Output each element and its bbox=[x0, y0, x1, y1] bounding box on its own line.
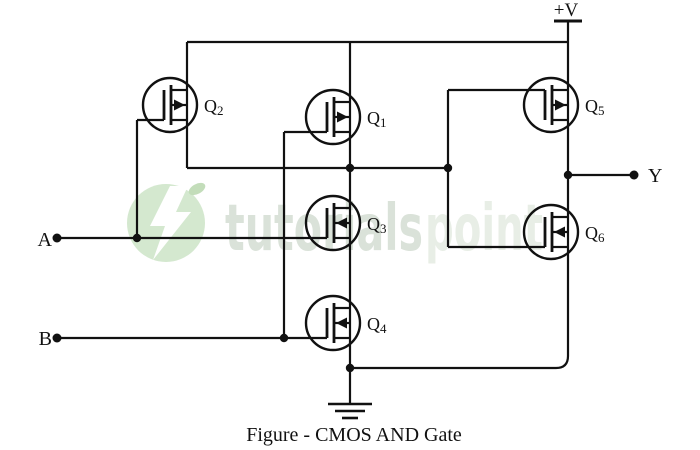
terminal-dot bbox=[52, 233, 62, 243]
transistor-label-letter: Q bbox=[367, 314, 380, 334]
transistor-Q1: Q1 bbox=[304, 88, 387, 146]
transistor-Q5: Q5 bbox=[522, 76, 605, 134]
tutorialspoint-logo-icon bbox=[127, 182, 206, 262]
output-y-label: Y bbox=[648, 165, 662, 187]
transistor-label: Q1 bbox=[367, 108, 387, 130]
pmos-bulk-arrow-icon bbox=[174, 99, 185, 111]
watermark-text-tutorials: tutorials bbox=[225, 192, 423, 266]
transistor-label-letter: Q bbox=[585, 223, 598, 243]
transistor-Q6: Q6 bbox=[522, 203, 605, 261]
wire-segment-curved bbox=[350, 247, 570, 370]
terminal-dot bbox=[52, 333, 62, 343]
transistor-label: Q4 bbox=[367, 314, 387, 336]
logo-bolt bbox=[150, 186, 191, 260]
junction-dot bbox=[279, 333, 289, 343]
pmos-bulk-arrow-icon bbox=[337, 111, 348, 123]
nmos-bulk-arrow-icon bbox=[336, 217, 347, 229]
transistor-label-letter: Q bbox=[204, 96, 217, 116]
junction-dot bbox=[345, 363, 355, 373]
transistor-label: Q5 bbox=[585, 96, 605, 118]
logo-leaf bbox=[188, 182, 206, 196]
transistor-label-letter: Q bbox=[585, 96, 598, 116]
nmos-bulk-arrow-icon bbox=[554, 226, 565, 238]
transistor-label-subscript: 1 bbox=[380, 115, 387, 130]
transistor-label-letter: Q bbox=[367, 108, 380, 128]
junction-dot bbox=[563, 170, 573, 180]
transistor-label: Q2 bbox=[204, 96, 224, 118]
junction-dot bbox=[443, 163, 453, 173]
transistor-body-circle bbox=[304, 294, 362, 352]
junction-dot bbox=[345, 163, 355, 173]
input-a-label: A bbox=[38, 229, 53, 251]
transistor-label: Q6 bbox=[585, 223, 605, 245]
pmos-bulk-arrow-icon bbox=[555, 99, 566, 111]
transistor-label: Q3 bbox=[367, 214, 387, 236]
output-y-terminal: Y bbox=[629, 165, 662, 187]
junction-dot bbox=[132, 233, 142, 243]
transistor-label-subscript: 5 bbox=[598, 103, 605, 118]
transistor-label-subscript: 3 bbox=[380, 221, 387, 236]
transistor-label-subscript: 6 bbox=[598, 230, 605, 245]
figure-caption: Figure - CMOS AND Gate bbox=[246, 424, 462, 446]
input-b-label: B bbox=[39, 328, 52, 350]
transistor-body-circle bbox=[522, 76, 580, 134]
terminal-dot bbox=[629, 170, 639, 180]
input-b-terminal: B bbox=[39, 328, 62, 350]
nmos-bulk-arrow-icon bbox=[336, 317, 347, 329]
transistor-body-circle bbox=[522, 203, 580, 261]
transistor-label-subscript: 4 bbox=[380, 321, 387, 336]
transistor-label-letter: Q bbox=[367, 214, 380, 234]
transistor-Q3: Q3 bbox=[304, 194, 387, 252]
junction-dots bbox=[132, 163, 573, 373]
transistor-Q2: Q2 bbox=[141, 76, 224, 134]
input-a-terminal: A bbox=[38, 229, 62, 251]
ground-symbol bbox=[328, 402, 372, 420]
supply-terminal: +V bbox=[554, 0, 582, 23]
transistor-label-subscript: 2 bbox=[217, 103, 224, 118]
transistor-body-circle bbox=[304, 194, 362, 252]
transistor-body-circle bbox=[304, 88, 362, 146]
supply-label: +V bbox=[554, 0, 579, 21]
transistor-body-circle bbox=[141, 76, 199, 134]
transistor-Q4: Q4 bbox=[304, 294, 387, 352]
